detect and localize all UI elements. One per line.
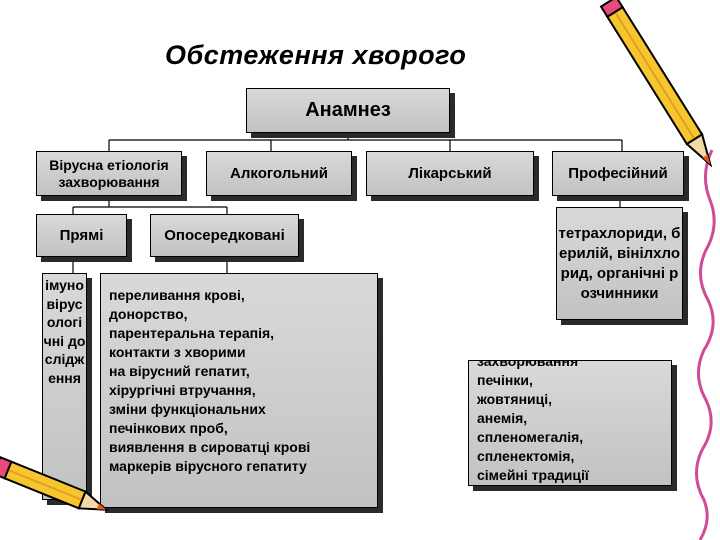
professional-label: Професійний (568, 165, 668, 182)
direct-label: Прямі (59, 227, 104, 244)
professional-detail-box: тетрахлориди, берилій, вінілхлорид, орга… (556, 207, 683, 320)
anamnesis-box: Анамнез (246, 88, 450, 133)
list-item: контакти з хворими (109, 344, 246, 360)
medical-label: Лікарський (408, 165, 492, 182)
professional-box: Професійний (552, 151, 684, 196)
immunovirology-label: імуновірусологічні дослідження (43, 277, 86, 386)
list-item: печінки, (477, 372, 533, 388)
list-item: печінкових проб, (109, 420, 228, 436)
list-item: парентеральна терапія, (109, 325, 275, 341)
anamnesis-label: Анамнез (305, 99, 391, 121)
list-item: спленектомія, (477, 448, 575, 464)
list-item: виявлення в сироватці крові (109, 439, 311, 455)
direct-box: Прямі (36, 214, 127, 257)
list-item: донорство, (109, 306, 188, 322)
list-item: переливання крові, (109, 287, 245, 303)
list-item: хірургічні втручання, (109, 382, 256, 398)
alcohol-label: Алкогольний (230, 165, 328, 182)
page-title: Обстеження хворого (165, 40, 467, 70)
history-list: захворювання печінки, жовтяниці, анемія,… (477, 360, 589, 485)
list-item: маркерів вірусного гепатиту (109, 458, 307, 474)
viral-etiology-label: Вірусна етіологія захворювання (49, 156, 169, 190)
alcohol-box: Алкогольний (206, 151, 352, 196)
list-item: анемія, (477, 410, 528, 426)
list-item: жовтяниці, (477, 391, 553, 407)
professional-detail-label: тетрахлориди, берилій, вінілхлорид, орга… (558, 224, 681, 302)
list-item: зміни функціональних (109, 401, 266, 417)
viral-etiology-box: Вірусна етіологія захворювання (36, 151, 182, 196)
list-item: на вірусний гепатит, (109, 363, 250, 379)
indirect-detail-box: переливання крові, донорство, парентерал… (100, 273, 378, 508)
indirect-label: Опосередковані (164, 226, 285, 244)
indirect-detail-list: переливання крові, донорство, парентерал… (109, 286, 310, 476)
history-box: захворювання печінки, жовтяниці, анемія,… (468, 360, 672, 486)
list-item: захворювання (477, 360, 579, 369)
indirect-box: Опосередковані (150, 214, 299, 257)
immunovirology-box: імуновірусологічні дослідження (42, 273, 87, 500)
list-item: сімейні традиції (477, 467, 589, 483)
list-item: спленомегалія, (477, 429, 584, 445)
medical-box: Лікарський (366, 151, 534, 196)
